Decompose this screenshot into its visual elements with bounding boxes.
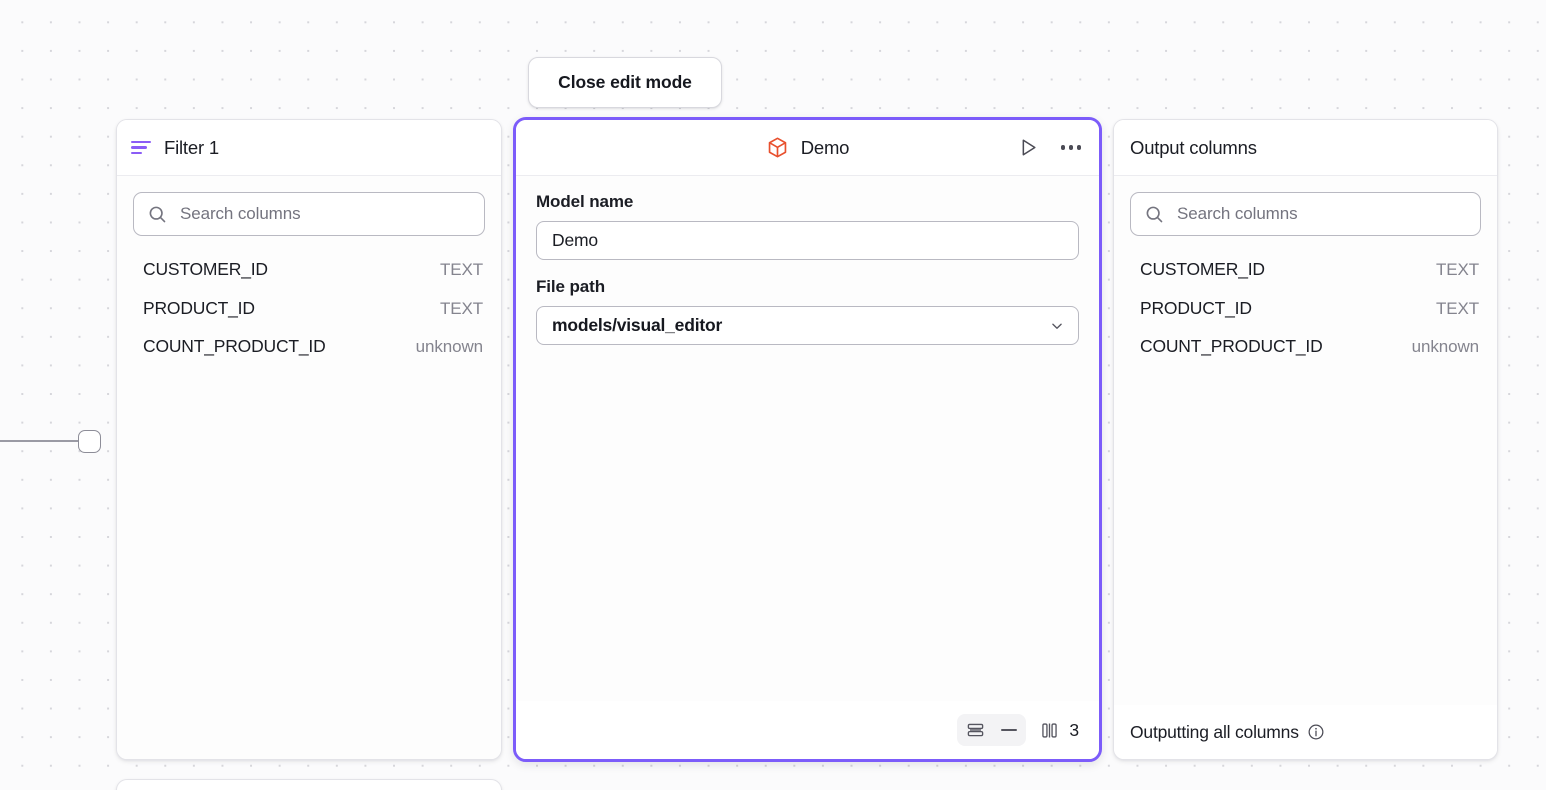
run-icon[interactable] bbox=[1016, 135, 1041, 160]
model-name-label: Model name bbox=[536, 192, 634, 211]
column-name: CUSTOMER_ID bbox=[1140, 259, 1265, 279]
model-name-field[interactable] bbox=[536, 221, 1079, 260]
model-node-actions bbox=[1016, 120, 1085, 175]
cube-icon bbox=[768, 137, 787, 158]
file-path-value: models/visual_editor bbox=[552, 315, 723, 335]
output-footer-text: Outputting all columns bbox=[1130, 721, 1299, 742]
table-row[interactable]: COUNT_PRODUCT_ID unknown bbox=[1130, 335, 1481, 374]
output-node-footer: Outputting all columns bbox=[1114, 705, 1497, 759]
filter-node-header: Filter 1 bbox=[117, 120, 501, 176]
info-icon[interactable] bbox=[1307, 723, 1325, 741]
filter-node[interactable]: Filter 1 CUSTOMER_ID TEXT PRODUCT_ID TEX… bbox=[116, 119, 502, 760]
filter-icon bbox=[131, 138, 151, 158]
filter-search-input[interactable] bbox=[180, 204, 470, 224]
edge-connector-handle[interactable] bbox=[78, 430, 101, 453]
output-node-title: Output columns bbox=[1130, 136, 1257, 158]
table-row[interactable]: PRODUCT_ID TEXT bbox=[1130, 297, 1481, 336]
play-triangle-icon bbox=[1022, 139, 1036, 156]
column-type: TEXT bbox=[439, 298, 483, 318]
column-type: TEXT bbox=[439, 260, 483, 279]
filter-node-body: CUSTOMER_ID TEXT PRODUCT_ID TEXT COUNT_P… bbox=[117, 176, 501, 759]
column-type: TEXT bbox=[1435, 298, 1479, 318]
output-node-body: CUSTOMER_ID TEXT PRODUCT_ID TEXT COUNT_P… bbox=[1114, 176, 1497, 705]
table-row[interactable]: COUNT_PRODUCT_ID unknown bbox=[133, 335, 485, 374]
model-node-title: Demo bbox=[800, 136, 850, 158]
search-icon bbox=[1146, 206, 1163, 222]
column-name: PRODUCT_ID bbox=[1140, 297, 1252, 318]
column-name: PRODUCT_ID bbox=[143, 297, 255, 318]
table-row[interactable]: PRODUCT_ID TEXT bbox=[133, 297, 485, 336]
offscreen-node-below[interactable] bbox=[116, 779, 502, 790]
column-count-group[interactable]: 3 bbox=[1040, 720, 1079, 741]
column-type: unknown bbox=[1411, 337, 1479, 356]
more-options-icon[interactable] bbox=[1057, 137, 1085, 157]
table-row[interactable]: CUSTOMER_ID TEXT bbox=[133, 258, 485, 297]
output-search-input[interactable] bbox=[1177, 204, 1466, 224]
model-node-header: Demo bbox=[516, 120, 1099, 176]
column-name: COUNT_PRODUCT_ID bbox=[143, 336, 326, 356]
close-edit-mode-button[interactable]: Close edit mode bbox=[528, 57, 722, 108]
file-path-label: File path bbox=[536, 277, 605, 296]
rows-icon bbox=[968, 723, 984, 736]
model-node[interactable]: Demo Model name File path bbox=[513, 117, 1102, 762]
ellipsis-icon bbox=[1059, 139, 1083, 155]
file-path-select[interactable]: models/visual_editor bbox=[536, 306, 1079, 345]
column-type: TEXT bbox=[1435, 260, 1479, 279]
chevron-down-icon bbox=[1052, 323, 1062, 329]
row-count-group[interactable] bbox=[957, 714, 1027, 746]
column-name: COUNT_PRODUCT_ID bbox=[1140, 336, 1323, 356]
filter-node-title: Filter 1 bbox=[164, 136, 219, 158]
search-icon bbox=[149, 206, 166, 222]
output-columns-node[interactable]: Output columns CUSTOMER_ID TEXT PRODUCT_… bbox=[1113, 119, 1498, 760]
output-node-header: Output columns bbox=[1114, 120, 1497, 176]
column-type: unknown bbox=[415, 337, 483, 356]
row-count-value bbox=[1001, 729, 1018, 731]
table-row[interactable]: CUSTOMER_ID TEXT bbox=[1130, 258, 1481, 297]
model-node-footer: 3 bbox=[516, 701, 1099, 759]
model-node-body: Model name File path models/visual_edito… bbox=[516, 176, 1099, 701]
output-search-box[interactable] bbox=[1130, 192, 1481, 236]
column-count-value: 3 bbox=[1069, 719, 1079, 740]
columns-icon bbox=[1042, 722, 1058, 738]
column-name: CUSTOMER_ID bbox=[143, 259, 268, 279]
model-name-input[interactable] bbox=[552, 230, 1063, 251]
edge-connector-line bbox=[0, 440, 82, 442]
filter-search-box[interactable] bbox=[133, 192, 485, 236]
